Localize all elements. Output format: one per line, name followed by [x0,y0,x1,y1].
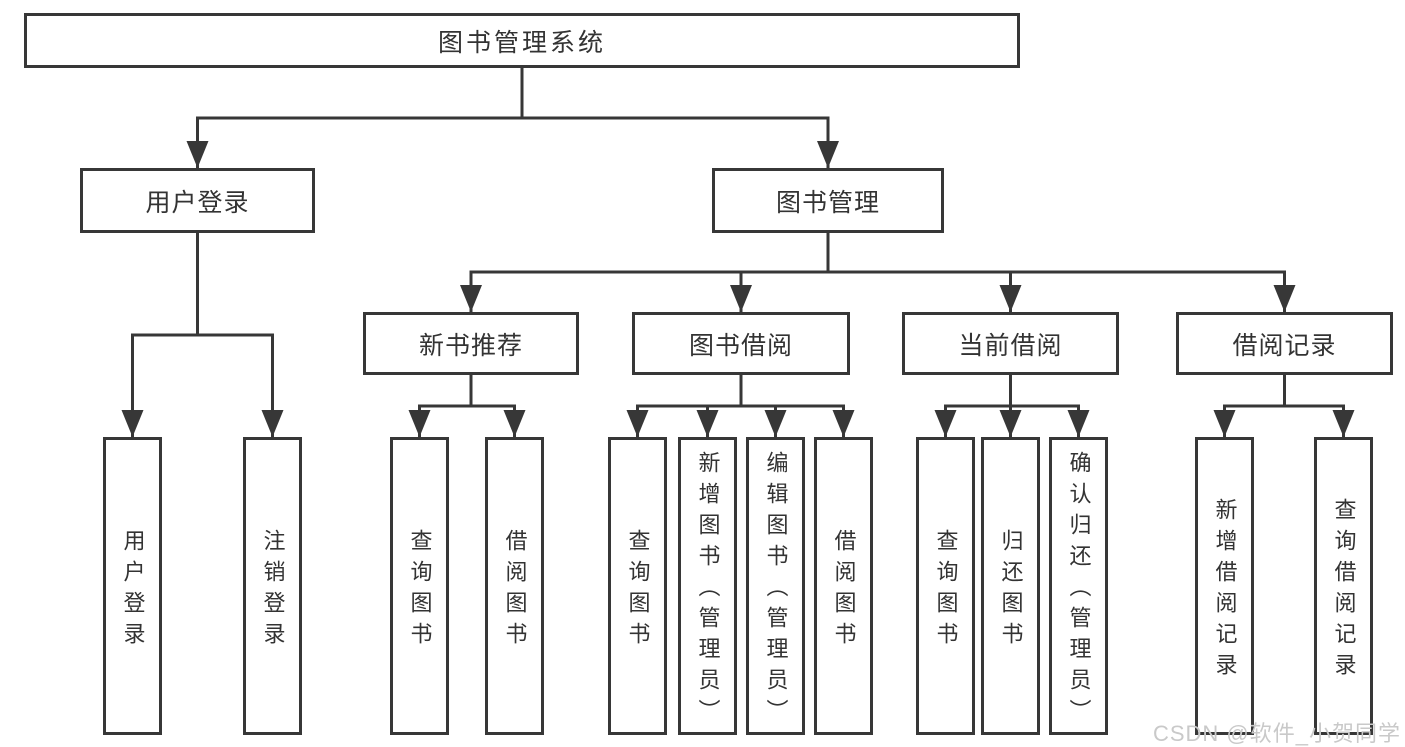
leaf-label: 确认归还（管理员） [1066,451,1092,730]
leaf-label: 查询图书 [625,528,651,653]
node-library-management-system: 图书管理系统 [24,13,1020,68]
leaf-label: 查询借阅记录 [1331,497,1357,684]
leaf-query-borrow-record: 查询借阅记录 [1314,437,1373,735]
leaf-label: 编辑图书（管理员） [763,451,789,730]
leaf-label: 注销登录 [260,528,286,653]
csdn-watermark: CSDN @软件_小贺同学 [1152,721,1401,746]
node-label: 图书管理 [775,188,880,217]
node-label: 借阅记录 [1232,331,1337,360]
leaf-query-books-borrowing: 查询图书 [608,437,667,735]
node-label: 当前借阅 [958,331,1063,360]
leaf-query-books-current: 查询图书 [916,437,975,735]
leaf-borrow-books-recommend: 借阅图书 [485,437,544,735]
leaf-label: 归还图书 [998,528,1024,653]
node-book-management: 图书管理 [712,168,944,233]
leaf-add-borrow-record: 新增借阅记录 [1195,437,1254,735]
node-new-book-recommend: 新书推荐 [363,312,579,375]
leaf-label: 新增图书（管理员） [695,451,721,730]
node-label: 图书管理系统 [437,28,606,57]
node-current-borrowing: 当前借阅 [902,312,1119,375]
leaf-label: 用户登录 [120,528,146,653]
leaf-logout: 注销登录 [243,437,302,735]
leaf-confirm-return-admin: 确认归还（管理员） [1049,437,1108,735]
leaf-label: 新增借阅记录 [1212,497,1238,684]
leaf-label: 借阅图书 [831,528,857,653]
leaf-edit-books-admin: 编辑图书（管理员） [746,437,805,735]
leaf-return-books: 归还图书 [981,437,1040,735]
leaf-label: 借阅图书 [502,528,528,653]
leaf-label: 查询图书 [933,528,959,653]
leaf-add-books-admin: 新增图书（管理员） [678,437,737,735]
node-label: 图书借阅 [688,331,793,360]
leaf-user-login: 用户登录 [103,437,162,735]
node-book-borrowing: 图书借阅 [632,312,850,375]
node-user-login: 用户登录 [80,168,315,233]
leaf-borrow-books: 借阅图书 [814,437,873,735]
node-borrowing-records: 借阅记录 [1176,312,1393,375]
node-label: 新书推荐 [418,331,523,360]
node-label: 用户登录 [145,188,250,217]
leaf-label: 查询图书 [407,528,433,653]
leaf-query-books-recommend: 查询图书 [390,437,449,735]
